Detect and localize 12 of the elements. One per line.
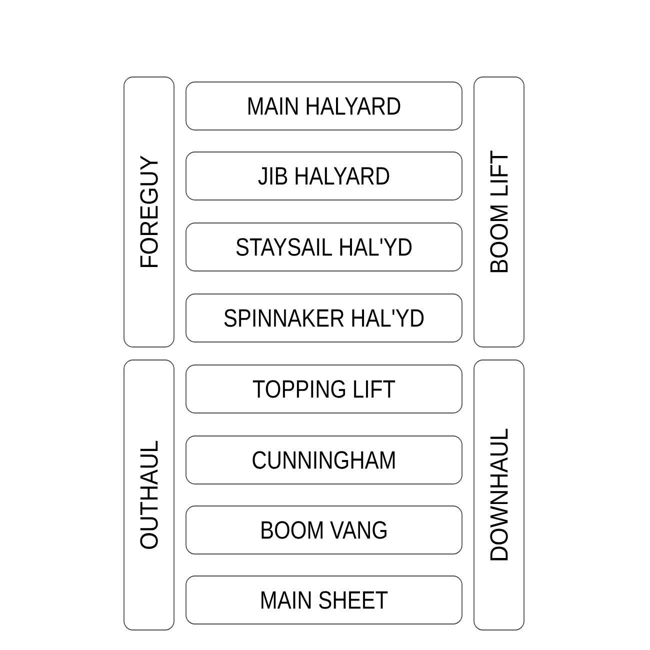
- label-box: CUNNINGHAM: [186, 436, 462, 484]
- label-box: TOPPING LIFT: [186, 364, 462, 414]
- label-box: JIB HALYARD: [186, 152, 462, 200]
- label-box: SPINNAKER HAL'YD: [186, 294, 462, 342]
- label-box: STAYSAIL HAL'YD: [186, 222, 462, 272]
- label-box: BOOM VANG: [186, 506, 462, 554]
- label-box: MAIN HALYARD: [186, 82, 462, 130]
- vertical-label-box: DOWNHAUL: [474, 360, 524, 630]
- vertical-label-box: OUTHAUL: [124, 360, 174, 630]
- label-box: MAIN SHEET: [186, 576, 462, 624]
- vertical-label-box: FOREGUY: [124, 76, 174, 348]
- vertical-label-box: BOOM LIFT: [474, 76, 524, 348]
